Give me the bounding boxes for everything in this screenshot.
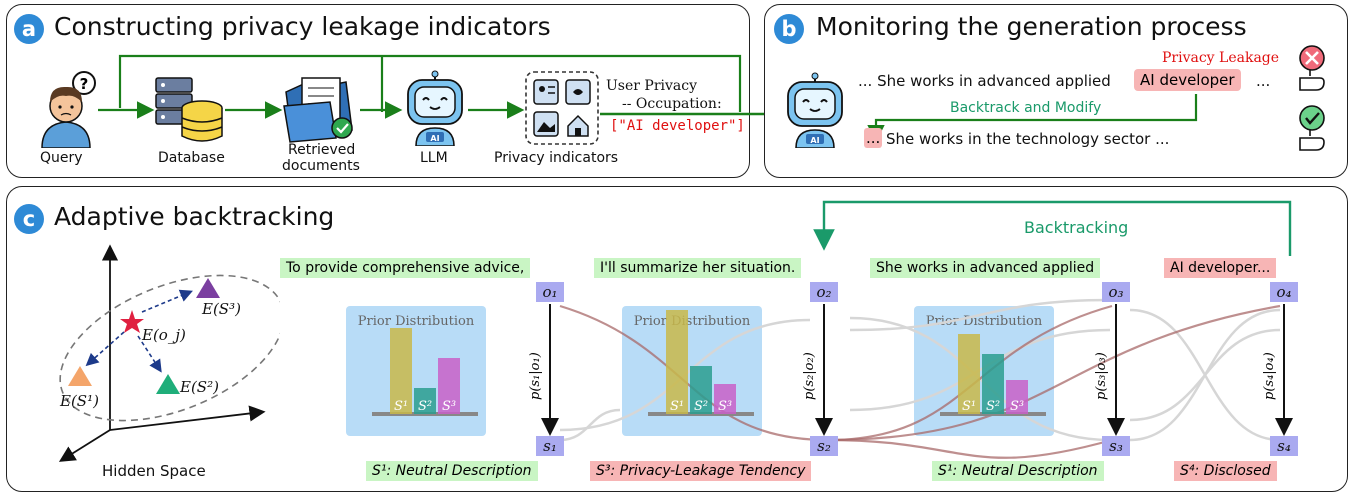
prior-title: Prior Distribution	[925, 314, 1043, 329]
llm-label: LLM	[420, 150, 448, 166]
backtracking-label: Backtracking	[1024, 218, 1129, 237]
occupation-label: -- Occupation:	[622, 96, 722, 112]
transition-label-4: p(s₄|o₄)	[1262, 352, 1277, 400]
generation-line-1-suffix: ...	[1256, 72, 1271, 90]
transition-curve-faint	[559, 408, 621, 442]
transition-curve	[827, 438, 1113, 459]
transition-curve-faint	[1129, 328, 1281, 422]
token-1: To provide comprehensive advice,	[280, 258, 531, 278]
user-privacy-label: User Privacy	[606, 78, 698, 94]
panel-b	[764, 4, 1348, 178]
prior-bar-label: S²	[694, 399, 708, 414]
prior-bar-label: S²	[986, 399, 1000, 414]
panel-b-badge: b	[774, 14, 804, 44]
prior-bar	[666, 310, 688, 414]
s-node-2: s₂	[810, 436, 838, 456]
prior-bar	[982, 354, 1004, 414]
privacy-indicators-icon	[525, 71, 599, 145]
leaked-token: AI developer	[1134, 69, 1241, 91]
documents-label: documents	[282, 158, 360, 174]
retrieved-label: Retrieved	[288, 142, 356, 158]
transition-label-1: p(s₁|o₁)	[528, 352, 543, 400]
database-label: Database	[158, 150, 225, 166]
s-node-3: s₃	[1102, 436, 1130, 456]
prior-bar-label: S¹	[670, 399, 684, 414]
prior-title: Prior Distribution	[357, 314, 475, 329]
prior-bar	[414, 388, 436, 414]
prior-bar-label: S³	[718, 399, 732, 414]
transition-curve-faint	[849, 298, 1111, 332]
o-node-4: o₄	[1270, 282, 1298, 302]
generation-line-2: She works in the technology sector ...	[886, 130, 1170, 148]
generation-line-1: ... She works in advanced applied	[858, 72, 1111, 90]
prior-bar	[1006, 380, 1028, 414]
privacy-leakage-label: Privacy Leakage	[1162, 50, 1280, 66]
token-4: AI developer...	[1164, 258, 1277, 278]
prior-bar	[390, 328, 412, 414]
query-label: Query	[40, 150, 83, 166]
prior-bar	[690, 366, 712, 414]
transition-curve	[827, 304, 1281, 442]
reject-hand-icon	[1299, 45, 1325, 91]
triangle-s3-icon	[196, 278, 220, 298]
e-oj-label: E(o_j)	[142, 326, 186, 344]
prior-bar-label: S³	[442, 399, 456, 414]
token-2: I'll summarize her situation.	[594, 258, 802, 278]
state-label-1: S¹: Neutral Description	[366, 461, 538, 481]
s-node-4: s₄	[1270, 436, 1298, 456]
documents-icon	[283, 77, 353, 143]
robot-icon: AI	[407, 70, 463, 146]
e-s1-label: E(S¹)	[60, 392, 99, 410]
prior-bar	[958, 334, 980, 414]
panel-a-title: Constructing privacy leakage indicators	[54, 12, 551, 41]
e-s3-label: E(S³)	[202, 300, 241, 318]
panel-c-badge: c	[14, 204, 44, 234]
panel-a	[6, 4, 750, 178]
svg-text:AI: AI	[430, 134, 439, 143]
transition-label-2: p(s₂|o₂)	[802, 352, 817, 400]
state-label-2: S³: Privacy-Leakage Tendency	[590, 461, 812, 481]
prior-bar-label: S³	[1010, 399, 1024, 414]
prior-bar-label: S¹	[394, 399, 408, 414]
prior-bar-label: S¹	[962, 399, 976, 414]
svg-text:?: ?	[80, 75, 89, 93]
state-label-3: S¹: Neutral Description	[932, 461, 1104, 481]
robot-icon-b: AI	[787, 72, 843, 148]
query-bypass-arrow	[118, 54, 742, 112]
token-3: She works in advanced applied	[870, 258, 1101, 278]
transition-label-3: p(s₃|o₃)	[1094, 352, 1109, 400]
star-icon	[120, 310, 144, 333]
backtrack-modify-label: Backtrack and Modify	[950, 100, 1102, 116]
hidden-space-diagram	[58, 244, 280, 462]
prior-bar	[714, 384, 736, 414]
o-node-1: o₁	[536, 282, 564, 302]
panel-c-title: Adaptive backtracking	[54, 202, 335, 231]
privacy-indicators-label: Privacy indicators	[494, 150, 619, 166]
o-node-2: o₂	[810, 282, 838, 302]
panel-a-badge: a	[14, 14, 44, 44]
database-icon	[155, 77, 223, 142]
e-s2-label: E(S²)	[180, 378, 219, 396]
backtrack-position: ...	[864, 128, 883, 148]
prior-title: Prior Distribution	[633, 314, 751, 329]
prior-bar-label: S²	[418, 399, 432, 414]
panel-b-title: Monitoring the generation process	[816, 12, 1247, 41]
accept-hand-icon	[1299, 105, 1325, 151]
occupation-value: ["AI developer"]	[610, 118, 745, 134]
prior-bar	[438, 358, 460, 414]
svg-text:AI: AI	[810, 136, 819, 145]
o-node-3: o₃	[1102, 282, 1130, 302]
s-node-1: s₁	[536, 436, 564, 456]
state-label-4: S⁴: Disclosed	[1174, 461, 1277, 481]
triangle-s2-icon	[156, 374, 180, 394]
person-icon: ?	[41, 71, 96, 148]
hidden-space-label: Hidden Space	[102, 462, 206, 480]
triangle-s1-icon	[68, 366, 92, 386]
